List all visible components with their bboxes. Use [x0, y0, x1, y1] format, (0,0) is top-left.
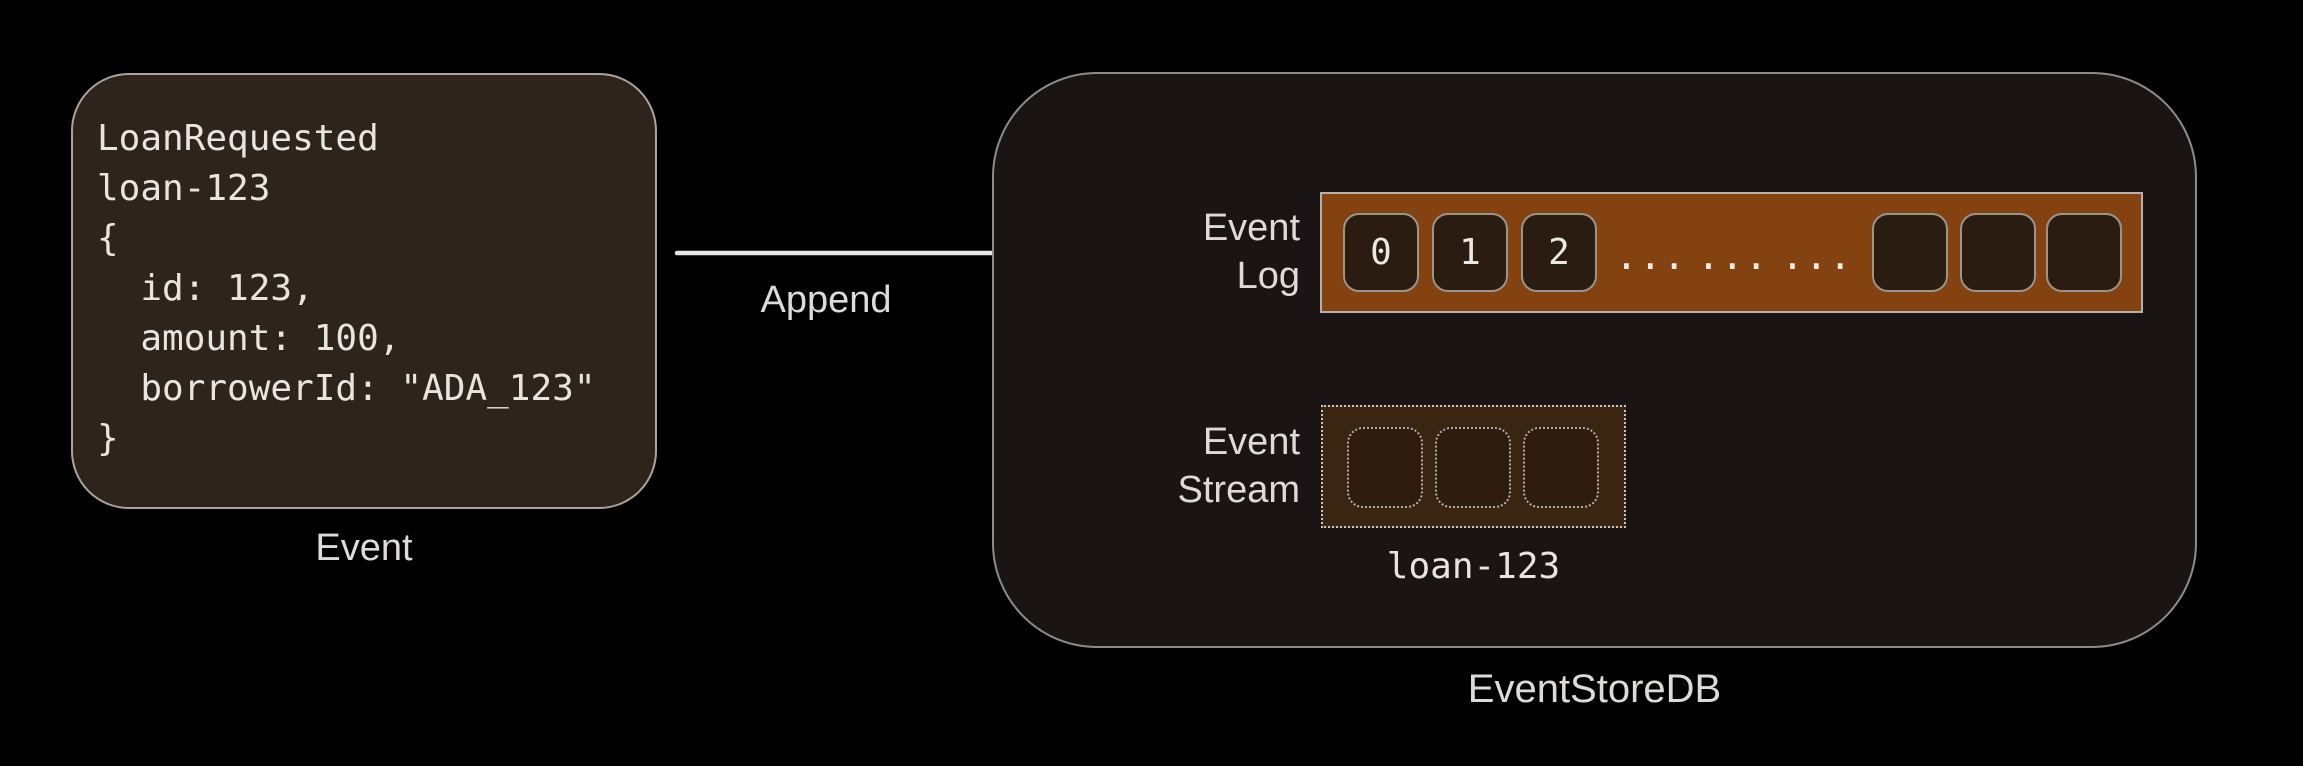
event-log-label: Event Log: [1202, 207, 1300, 297]
event-log-ellipsis-1: ...: [1697, 234, 1769, 278]
event-stream-empty-cell-1: [1435, 427, 1511, 508]
event-log-cell-2: 2: [1521, 213, 1597, 292]
event-log-cell-1: 1: [1432, 213, 1508, 292]
event-log-empty-cell-0: [1872, 213, 1948, 292]
event-log-empty-cell-1: [1960, 213, 2036, 292]
event-caption: Event: [315, 527, 413, 569]
event-log-ellipsis-2: ...: [1781, 234, 1853, 278]
event-card: LoanRequested loan-123 { id: 123, amount…: [71, 73, 657, 509]
event-log-bar: 0 1 2 ... ... ...: [1320, 192, 2143, 313]
eventstoredb-caption: EventStoreDB: [1467, 667, 1722, 711]
event-log-empty-cell-2: [2046, 213, 2122, 292]
event-stream-caption: loan-123: [1386, 546, 1561, 587]
event-stream-empty-cell-0: [1347, 427, 1423, 508]
event-stream-label: Event Stream: [1177, 421, 1300, 511]
event-log-ellipsis-0: ...: [1615, 234, 1687, 278]
event-code: LoanRequested loan-123 { id: 123, amount…: [97, 118, 596, 459]
eventstoredb-container: [992, 72, 2197, 648]
event-stream-empty-cell-2: [1523, 427, 1599, 508]
event-log-cell-0: 0: [1343, 213, 1419, 292]
append-label: Append: [760, 279, 892, 321]
event-stream-box: [1321, 405, 1626, 528]
